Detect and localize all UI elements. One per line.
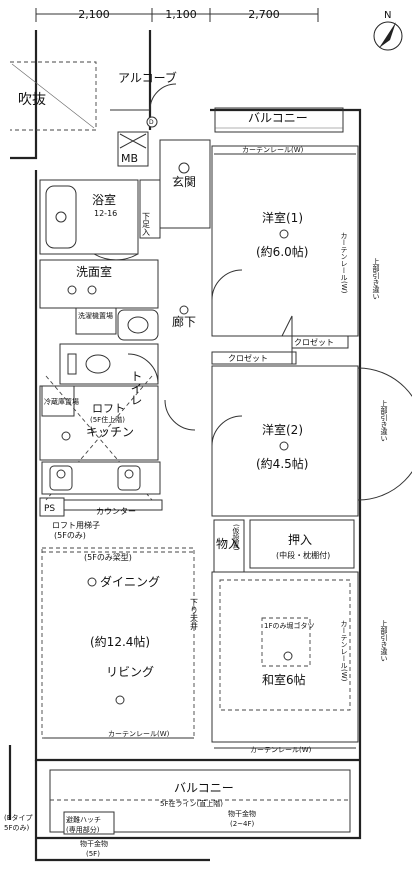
living-dining: (5Fのみ梁型) ダイニング (約12.4帖) リビング 下り天井 カーテンレー…: [41, 547, 199, 739]
closet-a: クロゼット: [291, 335, 349, 349]
dimension-3: 2,700: [248, 8, 280, 21]
oshiire: 押入 (中段・枕棚付): [249, 519, 355, 569]
shoe-cabinet: 下足入: [139, 179, 161, 239]
mb-closet: MB: [117, 131, 149, 167]
washroom: 洗面室 洗濯機置場: [39, 259, 159, 341]
youshitsu-2: 洋室(2) (約4.5帖): [211, 365, 412, 517]
ld-size: (約12.4帖): [90, 634, 150, 649]
hinan-note: (専用部分): [66, 825, 100, 834]
kanamono-left-label: 物干金物: [80, 839, 108, 848]
bath-size: 12-16: [94, 209, 117, 218]
closet-b-label: クロゼット: [228, 353, 268, 363]
genkan-label: 玄関: [172, 174, 196, 189]
loft-ladder-label: ロフト用梯子: [52, 520, 100, 530]
alcove-label: アルコーブ: [118, 70, 177, 85]
closet-a-label: クロゼット: [294, 337, 334, 347]
counter-label: カウンター: [96, 507, 136, 516]
kanamono-right-note: (2~4F): [230, 820, 255, 828]
fukinuke-area: 吹抜: [10, 61, 97, 131]
rouka-label: 廊下: [172, 314, 196, 329]
loft-note: (5F住上階): [90, 415, 125, 424]
compass-label: N: [384, 10, 391, 21]
oshiire-note: (中段・枕棚付): [276, 550, 330, 560]
monoire-label: 物入: [216, 537, 240, 551]
kanamono-right-label: 物干金物: [228, 809, 256, 818]
hinan-hatch-label: 避難ハッチ: [66, 815, 101, 824]
curtain-rail-1: カーテンレール(W): [242, 146, 304, 154]
bathroom: 浴室 12-16: [39, 179, 139, 261]
fukinuke-label: 吹抜: [18, 92, 46, 108]
toilet-label: トイレ: [129, 370, 143, 406]
shitaire-label: 下足入: [142, 212, 151, 236]
side-notes: 上部引き違い 上部引き違い 上部引き違い: [372, 257, 388, 662]
loft-ladder-note-text: (5Fのみ): [54, 531, 86, 540]
dining-label: ダイニング: [100, 574, 160, 589]
counter: カウンター: [63, 499, 163, 516]
fridge-label: 冷蔵庫置場: [44, 397, 79, 406]
balcony-top-label: バルコニー: [248, 111, 308, 125]
living-label: リビング: [106, 665, 154, 679]
curtain-rail-ld: カーテンレール(W): [108, 730, 170, 738]
curtain-rail-2: カーテンレール(W): [250, 746, 312, 754]
loft-ladder-note: ロフト用梯子 (5Fのみ): [52, 520, 100, 540]
balcony-top: バルコニー: [214, 107, 344, 133]
oshiire-label: 押入: [288, 533, 312, 547]
curtain-rail-side-2: カーテンレール(W): [340, 620, 348, 682]
washitsu: 1Fのみ堀ゴタツ 和室6帖 カーテンレール(W) カーテンレール(W): [211, 571, 359, 754]
dimension-line: 2,100 1,100 2,700: [35, 8, 319, 22]
curtain-rail-side-1: カーテンレール(W): [340, 232, 348, 294]
side-note-1: 上部引き違い: [372, 257, 380, 300]
toilet: トイレ: [59, 343, 159, 406]
bath-label: 浴室: [92, 192, 116, 207]
washer-label: 洗濯機置場: [78, 311, 113, 320]
b-type-label: (Bタイプ: [4, 813, 33, 822]
youshitsu2-size: (約4.5帖): [256, 456, 308, 471]
washroom-label: 洗面室: [76, 264, 112, 279]
dimension-2: 1,100: [165, 8, 197, 21]
youshitsu1-size: (約6.0帖): [256, 244, 308, 259]
ps-label: PS: [44, 504, 55, 514]
monoire: 物入 (仮設置): [213, 519, 245, 573]
closet-b: クロゼット: [211, 315, 297, 365]
youshitsu2-label: 洋室(2): [262, 422, 303, 437]
loft-label: ロフト: [92, 402, 125, 415]
balcony-note: 5F在ライン(直上階): [160, 799, 223, 808]
mb-label: MB: [121, 152, 138, 165]
kitchen-label: キッチン: [86, 425, 134, 439]
ceiling-note: 下り天井: [190, 598, 199, 631]
pipe-space: PS: [39, 497, 65, 517]
kanamono-left-note: (5F): [86, 850, 100, 858]
b-type-note: 5Fのみ): [4, 824, 29, 832]
side-note-3: 上部引き違い: [380, 619, 388, 662]
balcony-bottom: バルコニー 5F在ライン(直上階) 避難ハッチ (専用部分) 物干金物 (2~4…: [4, 769, 351, 858]
washitsu-label: 和室6帖: [262, 672, 306, 687]
hallway: 廊下: [164, 305, 196, 431]
kitchen: 冷蔵庫置場 ロフト (5F住上階) キッチン: [39, 375, 161, 501]
kotatsu-note: 1Fのみ堀ゴタツ: [264, 621, 314, 630]
outer-walls: [8, 30, 362, 862]
genkan: 玄関: [159, 139, 211, 229]
svg-text:D: D: [149, 119, 154, 126]
compass-icon: N: [373, 10, 403, 51]
youshitsu-1: カーテンレール(W) 洋室(1) (約6.0帖) カーテンレール(W): [211, 145, 359, 337]
balcony-bottom-label: バルコニー: [174, 781, 234, 795]
beam-note: (5Fのみ梁型): [84, 553, 132, 562]
side-note-2: 上部引き違い: [380, 399, 388, 442]
alcove: アルコーブ D: [110, 70, 177, 128]
youshitsu1-label: 洋室(1): [262, 210, 303, 225]
kari-note: (仮設置): [232, 524, 240, 551]
dimension-1: 2,100: [78, 8, 110, 21]
